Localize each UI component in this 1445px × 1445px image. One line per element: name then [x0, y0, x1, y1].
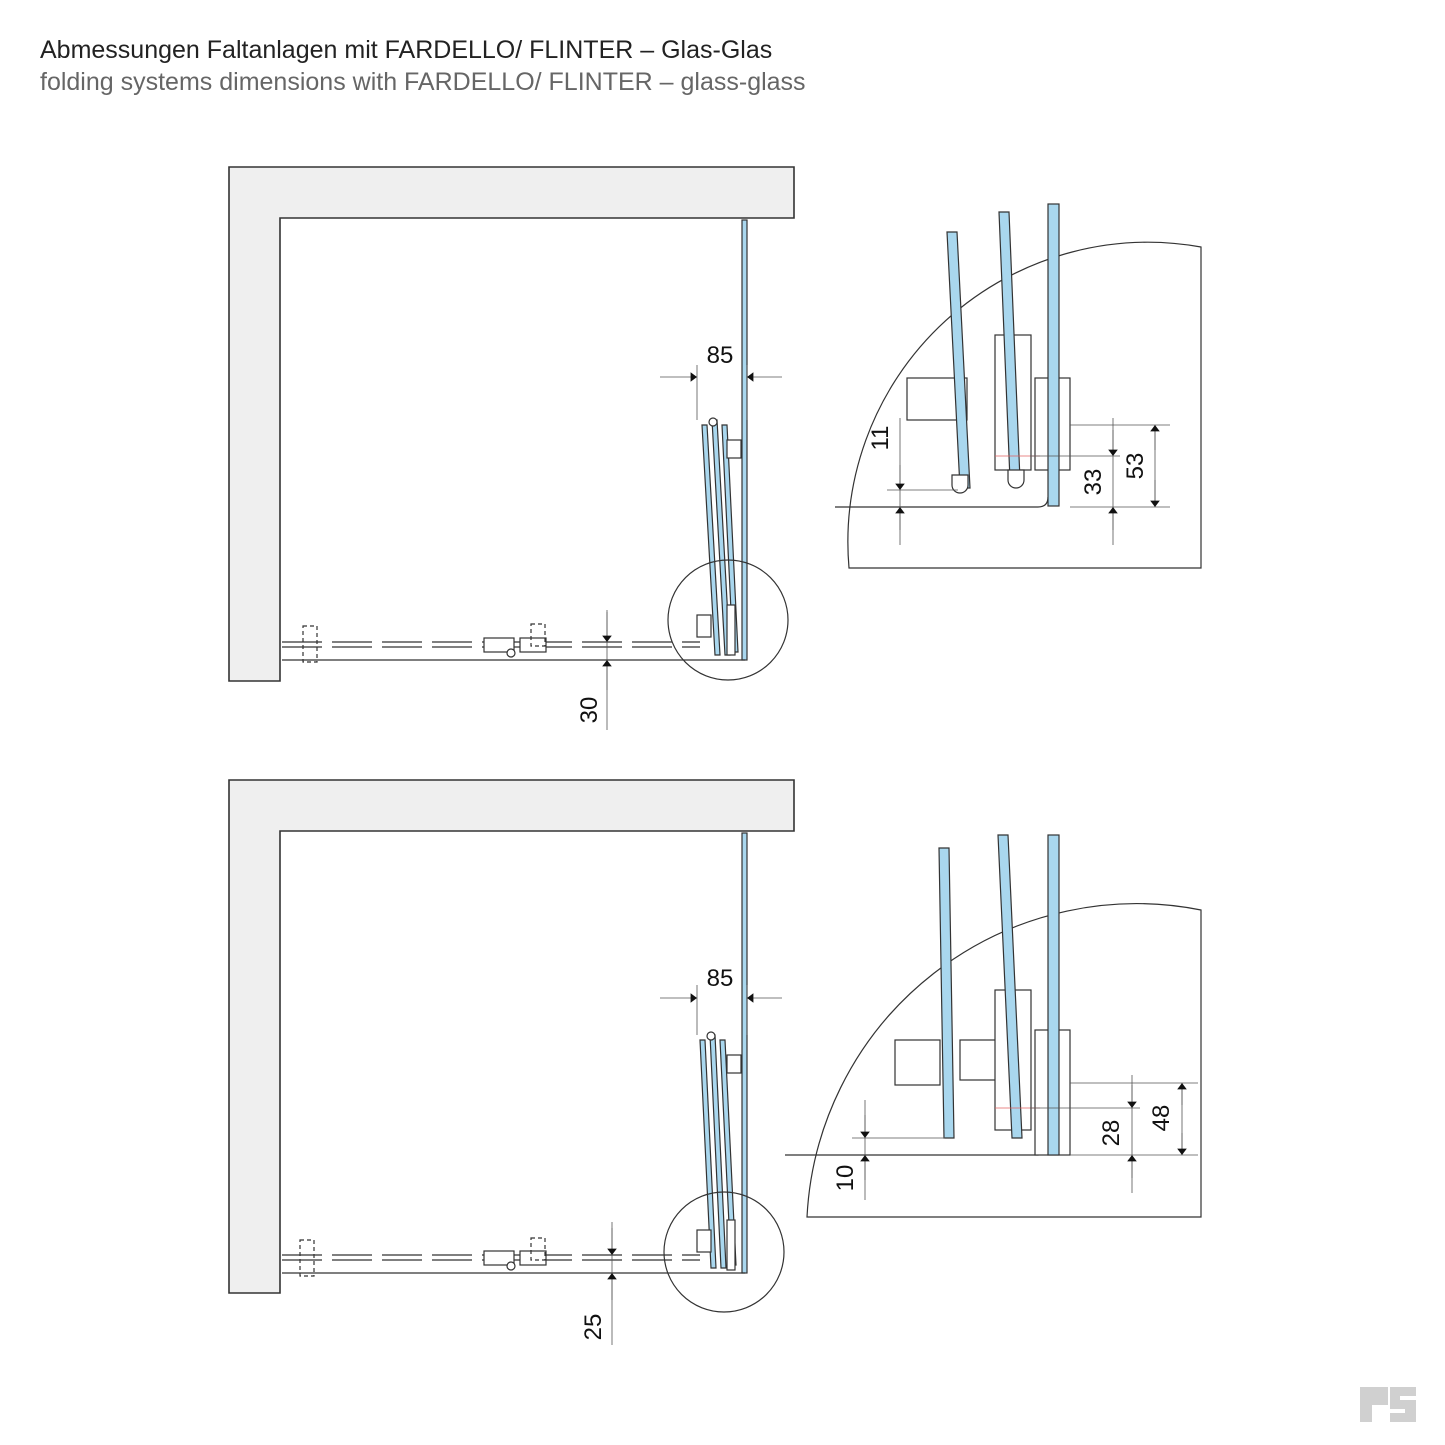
dim-85: 85 [707, 342, 734, 369]
detail-dim-10: 10 [832, 1165, 859, 1192]
glass-panel-fixed [1047, 203, 1060, 507]
folded-glass-panels [699, 1034, 737, 1269]
hinge [726, 439, 742, 459]
title-english: folding systems dimensions with FARDELLO… [40, 68, 806, 96]
glass-panel-1 [946, 231, 971, 489]
glass-panel-2 [997, 834, 1023, 1139]
top-detail-view: 11 33 53 [835, 203, 1202, 569]
detail-dim-28: 28 [1098, 1120, 1125, 1147]
fixed-glass-panel [741, 219, 748, 661]
wall [228, 166, 795, 682]
title-german: Abmessungen Faltanlagen mit FARDELLO/ FL… [40, 36, 773, 64]
bottom-detail-view: 10 28 48 [785, 834, 1202, 1218]
dim-25: 25 [580, 1314, 607, 1341]
detail-dim-48: 48 [1148, 1105, 1175, 1132]
dim-85: 85 [707, 965, 734, 992]
wall [228, 779, 795, 1294]
bottom-plan-view: 85 25 [228, 779, 795, 1345]
detail-dim-11: 11 [867, 426, 894, 451]
fixed-glass-panel [741, 832, 748, 1274]
top-plan-view: 85 30 [228, 166, 795, 730]
dim-30: 30 [576, 697, 603, 724]
detail-dim-33: 33 [1080, 469, 1107, 496]
glass-panel-1 [938, 847, 955, 1139]
detail-dim-53: 53 [1122, 453, 1149, 480]
glass-panel-fixed [1047, 834, 1060, 1156]
rs-logo [1360, 1387, 1416, 1422]
detail-circle [663, 1191, 785, 1313]
detail-circle [667, 559, 789, 681]
